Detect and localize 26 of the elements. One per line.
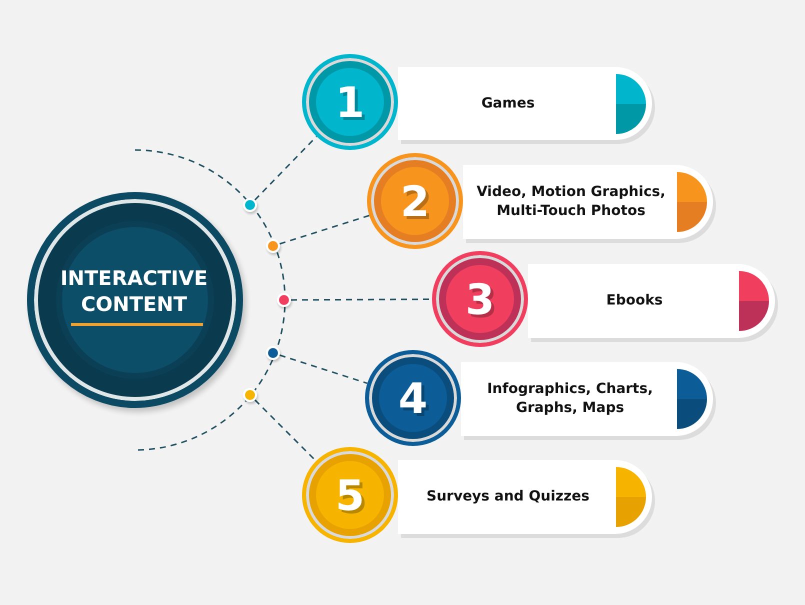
step-number: 5 xyxy=(335,470,365,520)
connector-dot xyxy=(277,293,291,307)
dashed-connector xyxy=(279,354,368,384)
connector-dot xyxy=(243,388,257,402)
item-label: Video, Motion Graphics, Multi-Touch Photos xyxy=(476,183,666,221)
connector-dot xyxy=(266,239,280,253)
step-number: 1 xyxy=(335,78,365,126)
item-label: Games xyxy=(480,94,536,113)
step-number: 4 xyxy=(398,374,428,422)
title-text: INTERACTIVE CONTENT xyxy=(59,265,209,317)
label-pill xyxy=(398,460,652,534)
dashed-connector xyxy=(291,298,432,301)
label-pill xyxy=(463,165,713,239)
dashed-connector xyxy=(254,399,317,462)
label-pill xyxy=(461,362,713,436)
item-label: Infographics, Charts, Graphs, Maps xyxy=(486,380,654,418)
label-pill xyxy=(528,264,775,338)
step-number: 2 xyxy=(400,176,430,226)
item-label: Ebooks xyxy=(605,292,664,310)
item-label: Surveys and Quizzes xyxy=(425,488,590,506)
dashed-connector xyxy=(254,136,318,200)
connector-dot xyxy=(243,198,257,212)
label-pill xyxy=(398,67,652,140)
step-number: 3 xyxy=(465,274,495,324)
dashed-connector xyxy=(279,214,370,245)
connector-dot xyxy=(266,346,280,360)
